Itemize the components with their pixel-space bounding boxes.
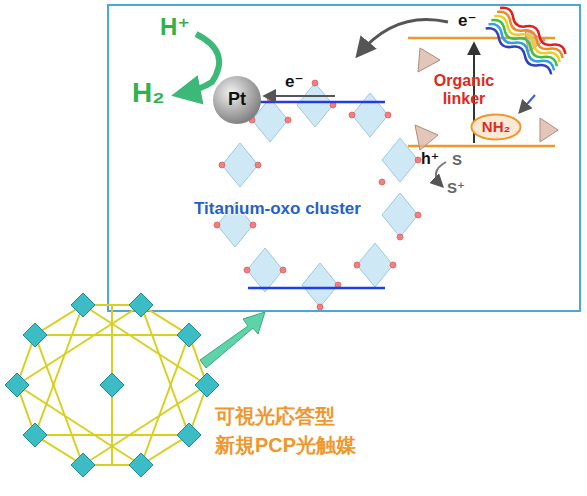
frame: [108, 5, 580, 311]
cage-clusters: [5, 293, 219, 477]
label-text: S⁺: [447, 180, 465, 197]
label-text: e⁻: [458, 12, 476, 31]
pt-particle: [213, 76, 261, 124]
cage-linkers: [17, 305, 207, 465]
label-text: S: [452, 152, 462, 169]
amino-group-node: NH₂: [470, 113, 522, 141]
label-text: Organic linker: [426, 72, 502, 107]
reduction-arrow: [180, 34, 219, 94]
linker-units: [415, 30, 558, 150]
visible-light: [483, 5, 567, 78]
label-text: H⁺: [160, 14, 190, 40]
node-text: NH₂: [482, 119, 510, 136]
label-text: H₂: [132, 78, 165, 109]
cluster-band: [248, 287, 385, 290]
label-text: h⁺: [421, 150, 439, 168]
label-text: e⁻: [285, 73, 303, 92]
light-arrow: [520, 95, 535, 112]
electron-arrow: [358, 19, 448, 55]
zoom-arrow: [200, 312, 265, 368]
label-text: 可視光応答型: [215, 405, 335, 427]
node-text: Pt: [228, 90, 246, 110]
pt-particle-node: Pt: [213, 76, 261, 124]
label-text: Titanium-oxo cluster: [194, 200, 361, 219]
electron-arrow: [265, 95, 335, 97]
linker-level: [408, 145, 555, 148]
ellipse-outline: [472, 115, 521, 140]
cluster-band: [258, 101, 385, 104]
label-text: 新規PCP光触媒: [215, 434, 356, 456]
